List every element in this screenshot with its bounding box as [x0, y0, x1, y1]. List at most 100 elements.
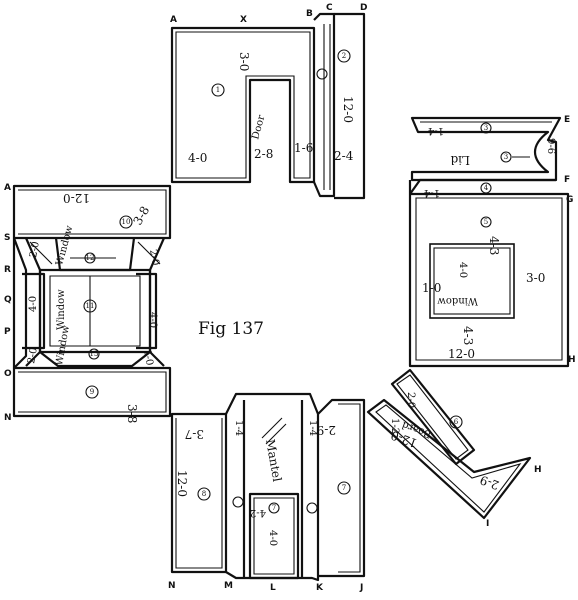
dimension-label: 4-0 [28, 296, 39, 312]
dimension-label: 3-7 [185, 427, 204, 441]
dimension-label: 1-6 [294, 141, 313, 155]
window-label: Window [56, 289, 67, 330]
piece-number: 2 [342, 52, 346, 60]
corner-letter: D [360, 3, 367, 13]
dimension-label: 12-0 [341, 96, 355, 123]
dimension-label: 4-3 [487, 236, 501, 255]
piece-number-circle [88, 348, 100, 360]
corner-letter: C [326, 3, 333, 13]
dimension-label: 1-0 [141, 349, 155, 367]
piece-number-circle [480, 122, 492, 134]
piece-number: 5 [484, 218, 488, 226]
tab-circle [306, 502, 318, 514]
dimension-label: 12-0 [175, 470, 189, 497]
dimension-label: 1-4 [233, 420, 244, 436]
dimension-label: 3-0 [237, 52, 251, 71]
dimension-label: 3-8 [130, 204, 152, 228]
dimension-label: 2-8 [254, 147, 273, 161]
dimension-label: 4-0 [188, 151, 207, 165]
piece-number-circle [268, 502, 280, 514]
dimension-label: 2-0 [147, 249, 161, 267]
corner-letter: O [4, 369, 12, 379]
window-label: Window [437, 295, 478, 306]
corner-letter: B [306, 9, 313, 19]
piece-number-circle [500, 151, 512, 163]
wall-piece-1: 1 3-0 4-0 2-8 Door 1-6 [170, 26, 316, 184]
door-label: Door [250, 114, 267, 141]
dimension-label: 2-0 [28, 241, 42, 259]
piece-number: 10 [122, 218, 131, 226]
corner-letter: G [566, 195, 573, 205]
dimension-label: 2-0 [26, 347, 40, 365]
dimension-label: 1-4 [428, 125, 444, 136]
dimension-label: 3-8 [125, 404, 139, 423]
piece-number-circle [211, 83, 225, 97]
corner-letter: S [4, 233, 10, 243]
dimension-label: 4-3 [461, 326, 475, 345]
piece-number-circle [119, 215, 133, 229]
dimension-label: 1-4 [307, 420, 318, 436]
piece-number-circle [85, 385, 99, 399]
piece-number: 1 [216, 86, 220, 94]
corner-letter: X [240, 15, 247, 25]
corner-letter: R [4, 265, 11, 275]
piece-number-circle [337, 481, 351, 495]
piece-number: 4 [484, 184, 489, 192]
dimension-label: 12-0 [63, 191, 90, 205]
piece-number: 3 [484, 124, 488, 132]
corner-letter: E [564, 115, 570, 125]
piece-number: 6 [454, 418, 459, 426]
dimension-label: 4-0 [457, 262, 468, 278]
piece-number: 3 [504, 153, 508, 161]
dimension-label: 3-0 [526, 271, 545, 285]
corner-letter: H [568, 355, 576, 365]
corner-letter: L [270, 583, 276, 593]
lid-label: Lid [450, 153, 470, 167]
dimension-label: 4-0 [267, 530, 278, 546]
corner-letter: P [4, 327, 11, 337]
corner-letter: N [168, 581, 176, 591]
corner-letter: J [359, 583, 363, 593]
figure-title: Fig 137 [198, 319, 264, 339]
wall-piece-9-14: 12-0 3-8 10 2-0 2-0 Window 12 4-0 Window… [12, 184, 172, 423]
corner-letter: N [4, 413, 12, 423]
dimension-label: 4-0 [147, 312, 158, 328]
piece-number-circle [480, 216, 492, 228]
mantel-label: Mantel [263, 438, 284, 483]
shelf-piece-6: 2-0 Board 6 12-0 1-2 2-9 [366, 368, 532, 520]
dimension-label: 2-4 [334, 149, 354, 163]
corner-letter: A [4, 183, 11, 193]
dimension-label: 4-2 [250, 507, 266, 518]
dimension-label: 1-2 [389, 418, 400, 434]
window-opening [429, 243, 515, 319]
dimension-label: 1-4 [424, 187, 440, 198]
piece-number: 7 [272, 504, 276, 512]
corner-letters: A X B C D E F G H H I J K L M N A S R Q … [4, 3, 576, 593]
piece-number: 8 [202, 490, 206, 498]
wall-piece-2: 2 12-0 2-4 [312, 12, 366, 200]
corner-letter: F [564, 175, 570, 185]
lid-piece-3: 3 1-4 9-6 3 Lid [410, 116, 562, 182]
piece-number-circle [480, 182, 492, 194]
corner-letter: I [486, 519, 489, 529]
tab-circle [316, 68, 328, 80]
dimension-label: 12-0 [448, 347, 475, 361]
dimension-label: 2-9 [478, 473, 501, 493]
dimension-label: 9-6 [545, 138, 556, 154]
wall-piece-5: 4 1-4 5 4-3 4-0 Window 1-0 3-0 4-3 12-0 [408, 178, 570, 368]
wall-piece-7-8: 8 3-7 12-0 1-4 Mantel 4-2 4-0 7 7 2-9 1-… [170, 392, 366, 582]
corner-letter: K [316, 583, 324, 593]
dimension-label: 2-9 [317, 423, 336, 437]
piece-number-circle [197, 487, 211, 501]
piece-number-circle [449, 415, 463, 429]
piece-number: 9 [90, 388, 94, 396]
corner-letter: H [534, 465, 542, 475]
corner-letter: A [170, 15, 177, 25]
piece-number-circle [337, 49, 351, 63]
dimension-label: 1-0 [422, 281, 441, 295]
corner-letter: Q [4, 295, 12, 305]
piece-number: 7 [342, 484, 346, 492]
piece-number: 13 [90, 350, 99, 358]
dimension-label: 2-0 [405, 392, 416, 408]
